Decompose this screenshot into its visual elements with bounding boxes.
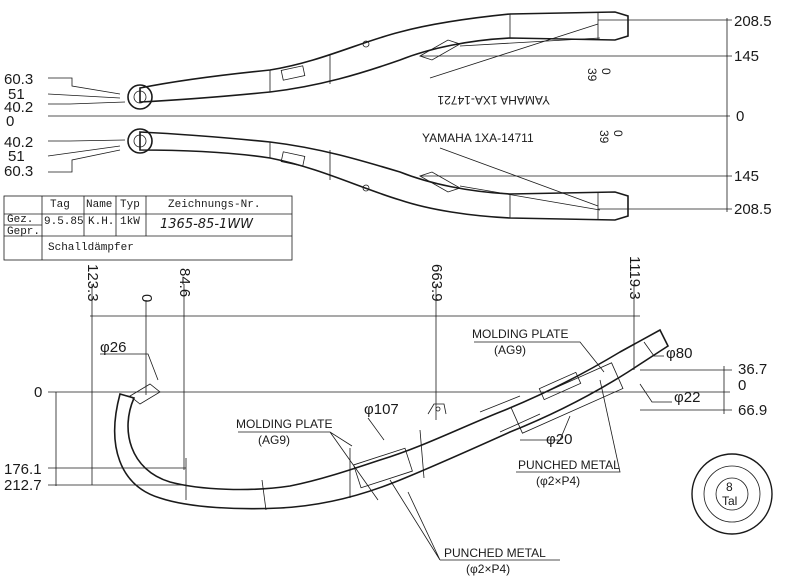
leader-51-upper xyxy=(47,93,121,99)
side-view: 123.3 0 84.6 663.9 1119.3 0 176.1 212.7 … xyxy=(4,256,767,576)
pipe-flange xyxy=(129,383,161,405)
punched-metal-1-spec: (φ2×P4) xyxy=(536,474,580,488)
title-header-name: Name xyxy=(86,199,112,211)
dim-side-right-2: 0 xyxy=(738,377,746,394)
dim-side-right-3: 66.9 xyxy=(738,402,767,419)
title-date: 9.5.85 xyxy=(44,216,84,228)
title-row-checked: Gepr. xyxy=(7,226,40,238)
dim-top-left-6: 51 xyxy=(8,148,25,165)
leader-part-lower xyxy=(439,147,599,207)
mount-bracket xyxy=(427,403,447,415)
part-label-lower: YAMAHA 1XA-14711 xyxy=(422,131,534,145)
upper-muffler-outline xyxy=(127,11,629,110)
leader-d22 xyxy=(639,383,672,403)
leader-60-upper xyxy=(48,77,121,95)
exhaust-pipe-outline xyxy=(113,328,670,511)
lower-muffler-outline xyxy=(127,128,629,221)
dim-small-lower-39: 39 xyxy=(597,130,611,144)
molding-plate-2-code: (AG9) xyxy=(494,343,526,357)
dim-side-top-3: 84.6 xyxy=(176,268,193,297)
library-stamp: 8 Tal xyxy=(691,453,773,535)
title-type: 1kW xyxy=(120,216,140,228)
leader-d20 xyxy=(520,415,571,441)
dim-top-right-5: 208.5 xyxy=(734,201,772,218)
dim-top-left-7: 60.3 xyxy=(4,163,33,180)
leader-51-lower xyxy=(47,145,121,157)
molding-plate-1-code: (AG9) xyxy=(258,433,290,447)
title-header-date: Tag xyxy=(50,199,70,211)
dim-top-right-3: 0 xyxy=(736,108,744,125)
leader-60-lower xyxy=(48,149,121,173)
title-block: Tag Name Typ Zeichnungs-Nr. Gez. Gepr. 9… xyxy=(3,195,293,261)
title-row-drawn: Gez. xyxy=(7,214,33,226)
dim-side-left-3: 212.7 xyxy=(4,477,42,494)
diameter-22: φ22 xyxy=(674,389,700,406)
leader-d80 xyxy=(643,341,664,357)
dim-top-left-3: 40.2 xyxy=(4,99,33,116)
dim-side-left-1: 0 xyxy=(34,384,42,401)
dim-side-right-1: 36.7 xyxy=(738,361,767,378)
dim-top-right-1: 208.5 xyxy=(734,13,772,30)
dim-top-left-4: 0 xyxy=(6,113,14,130)
dim-side-top-1: 123.3 xyxy=(84,264,101,302)
leader-40-lower xyxy=(48,139,126,142)
dim-small-lower-0: 0 xyxy=(611,130,625,137)
title-header-drawing-no: Zeichnungs-Nr. xyxy=(168,199,260,211)
punched-metal-1-title: PUNCHED METAL xyxy=(518,458,620,472)
top-view: 60.3 51 40.2 0 40.2 51 60.3 208.5 145 0 … xyxy=(4,11,772,221)
dim-top-left-2: 51 xyxy=(8,86,25,103)
title-name: K.H. xyxy=(88,216,114,228)
dim-top-right-4: 145 xyxy=(734,168,759,185)
dim-top-left-1: 60.3 xyxy=(4,71,33,88)
punched-metal-2-spec: (φ2×P4) xyxy=(466,562,510,576)
title-header-type: Typ xyxy=(120,199,140,211)
molding-plate-2-title: MOLDING PLATE xyxy=(472,327,568,341)
diameter-26: φ26 xyxy=(100,339,126,356)
leader-40-upper xyxy=(48,101,126,105)
dim-small-upper-0: 0 xyxy=(599,68,613,75)
leader-part-upper xyxy=(429,23,599,79)
leader-molding-plate-1 xyxy=(238,431,379,501)
part-label-upper: YAMAHA 1XA-14721 xyxy=(437,93,550,107)
stamp-number: 8 xyxy=(726,480,733,494)
title-drawing-no: 1365-85-1WW xyxy=(160,217,254,232)
stamp-letters: Tal xyxy=(722,494,737,508)
dim-top-left-5: 40.2 xyxy=(4,134,33,151)
molding-plate-1-title: MOLDING PLATE xyxy=(236,417,332,431)
leader-d107 xyxy=(367,417,385,441)
dim-side-left-2: 176.1 xyxy=(4,461,42,478)
punched-metal-2-title: PUNCHED METAL xyxy=(444,546,546,560)
dim-side-top-2: 0 xyxy=(138,294,155,302)
dim-side-top-5: 1119.3 xyxy=(626,256,643,300)
leader-molding-plate-2 xyxy=(474,341,605,373)
dim-top-right-2: 145 xyxy=(734,48,759,65)
leader-d26 xyxy=(100,353,159,381)
leader-punched-metal-2 xyxy=(389,479,560,561)
dim-side-top-4: 663.9 xyxy=(428,264,445,302)
diameter-107: φ107 xyxy=(364,401,399,418)
dim-small-upper-39: 39 xyxy=(585,68,599,82)
diameter-20: φ20 xyxy=(546,431,572,448)
leader-punched-metal-1 xyxy=(516,379,621,473)
diameter-80: φ80 xyxy=(666,345,692,362)
title-description: Schalldämpfer xyxy=(48,242,134,254)
